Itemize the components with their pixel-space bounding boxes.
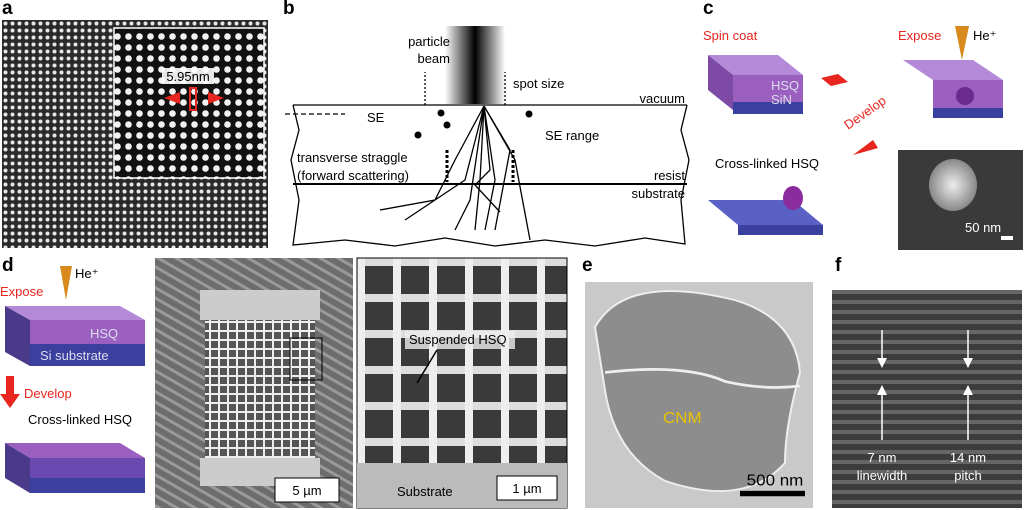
scale-bar-label: 500 nm: [747, 472, 804, 489]
expose-label: Expose: [0, 284, 43, 299]
panel-label-c: c: [703, 0, 714, 19]
pitch-label: pitch: [954, 468, 981, 483]
beam-label: beam: [417, 51, 450, 66]
substrate-label: Substrate: [397, 484, 453, 499]
panel-c-process-diagram: Spin coat HSQ SiN Expose He⁺ Develop Cro…: [703, 26, 1023, 250]
resist-label: resist: [654, 168, 685, 183]
forward-scattering-label: (forward scattering): [297, 168, 409, 183]
panel-b-scattering-diagram: particle beam spot size vacuum SE SE ran…: [285, 26, 690, 247]
panel-label-d: d: [2, 255, 14, 276]
panel-label-a: a: [2, 0, 13, 19]
si-substrate-label: Si substrate: [40, 348, 109, 363]
sem-grid-image: 5 µm: [155, 258, 353, 508]
pitch-value: 14 nm: [950, 450, 986, 465]
cross-linked-hsq-label: Cross-linked HSQ: [28, 412, 132, 427]
panel-f-line-pattern: 7 nm linewidth 14 nm pitch: [832, 290, 1022, 508]
spin-coat-label: Spin coat: [703, 28, 758, 43]
substrate-label: substrate: [632, 186, 685, 201]
panel-e-cnm-image: CNM 500 nm: [585, 282, 813, 508]
particle-label: particle: [408, 34, 450, 49]
suspended-hsq-label: Suspended HSQ: [409, 332, 507, 347]
straggle-label: transverse straggle: [297, 150, 408, 165]
se-label: SE: [367, 110, 385, 125]
helium-ion-label: He⁺: [973, 28, 996, 43]
panel-label-e: e: [582, 255, 593, 276]
lattice-spacing-label: 5.95nm: [166, 69, 209, 84]
sin-label: SiN: [771, 92, 792, 107]
cross-linked-hsq-label: Cross-linked HSQ: [715, 156, 819, 171]
hsq-label: HSQ: [771, 78, 799, 93]
panel-d-process-diagram: He⁺ Expose HSQ Si substrate Develop Cros…: [0, 266, 145, 493]
helium-ion-label: He⁺: [75, 266, 98, 281]
panel-a-lattice-image: 5.95nm: [2, 20, 268, 248]
develop-label: Develop: [24, 386, 72, 401]
expose-label: Expose: [898, 28, 941, 43]
spot-size-label: spot size: [513, 76, 564, 91]
cnm-label: CNM: [663, 410, 702, 427]
sem-suspended-hsq-zoom: Suspended HSQ Substrate 1 µm: [356, 257, 568, 509]
panel-label-b: b: [283, 0, 295, 19]
hsq-label: HSQ: [90, 326, 118, 341]
vacuum-label: vacuum: [639, 91, 685, 106]
se-range-label: SE range: [545, 128, 599, 143]
linewidth-value: 7 nm: [868, 450, 897, 465]
develop-label: Develop: [841, 93, 889, 133]
linewidth-label: linewidth: [857, 468, 908, 483]
scale-bar-label: 50 nm: [965, 220, 1001, 235]
panel-label-f: f: [835, 255, 842, 276]
scale-bar-label: 5 µm: [292, 483, 321, 498]
scale-bar-label: 1 µm: [512, 481, 541, 496]
particle-beam: [445, 26, 505, 104]
